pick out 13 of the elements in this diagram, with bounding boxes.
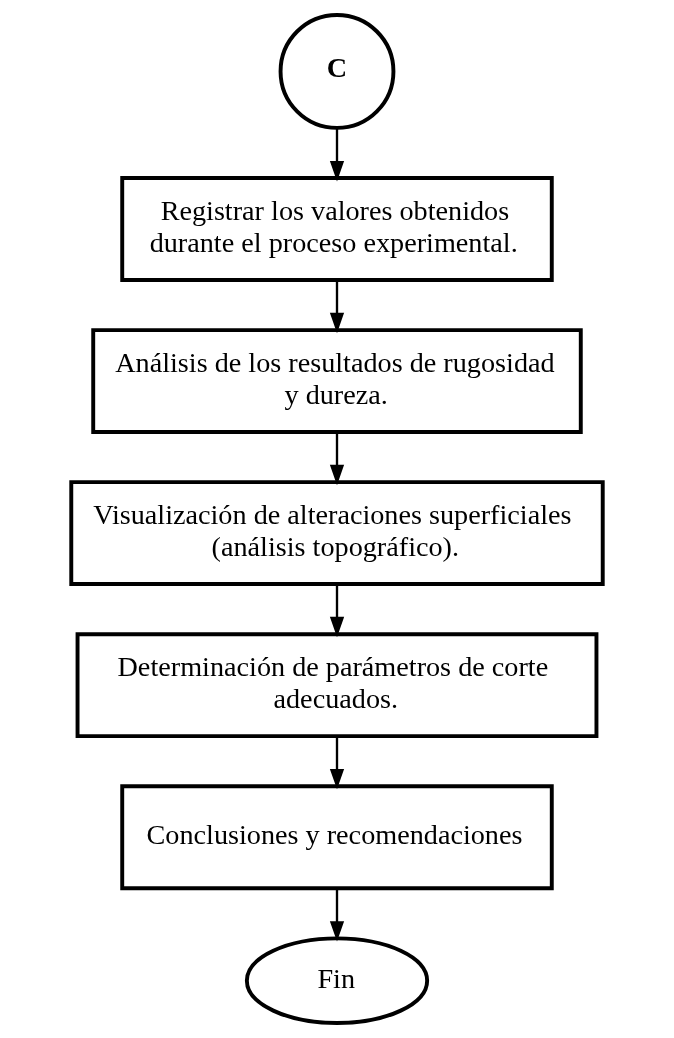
node-box: Determinación de parámetros de corte adecuados. [75, 632, 599, 739]
arrow [329, 584, 345, 638]
node-box: Conclusiones y recomendaciones [120, 784, 554, 891]
node-box: Registrar los valores obtenidos durante el proceso experimental. [120, 176, 554, 282]
arrow [329, 127, 345, 182]
node-ellipse: Fin [244, 936, 430, 1025]
node-circle: C [278, 13, 396, 130]
node-box: Visualización de alteraciones superficiales (análisis topográfico). [69, 480, 605, 586]
arrow [329, 888, 345, 942]
node-box: Análisis de los resultados de rugosidad y dureza. [91, 328, 583, 434]
arrow [329, 280, 345, 334]
arrow [329, 432, 345, 486]
arrow [329, 736, 345, 790]
